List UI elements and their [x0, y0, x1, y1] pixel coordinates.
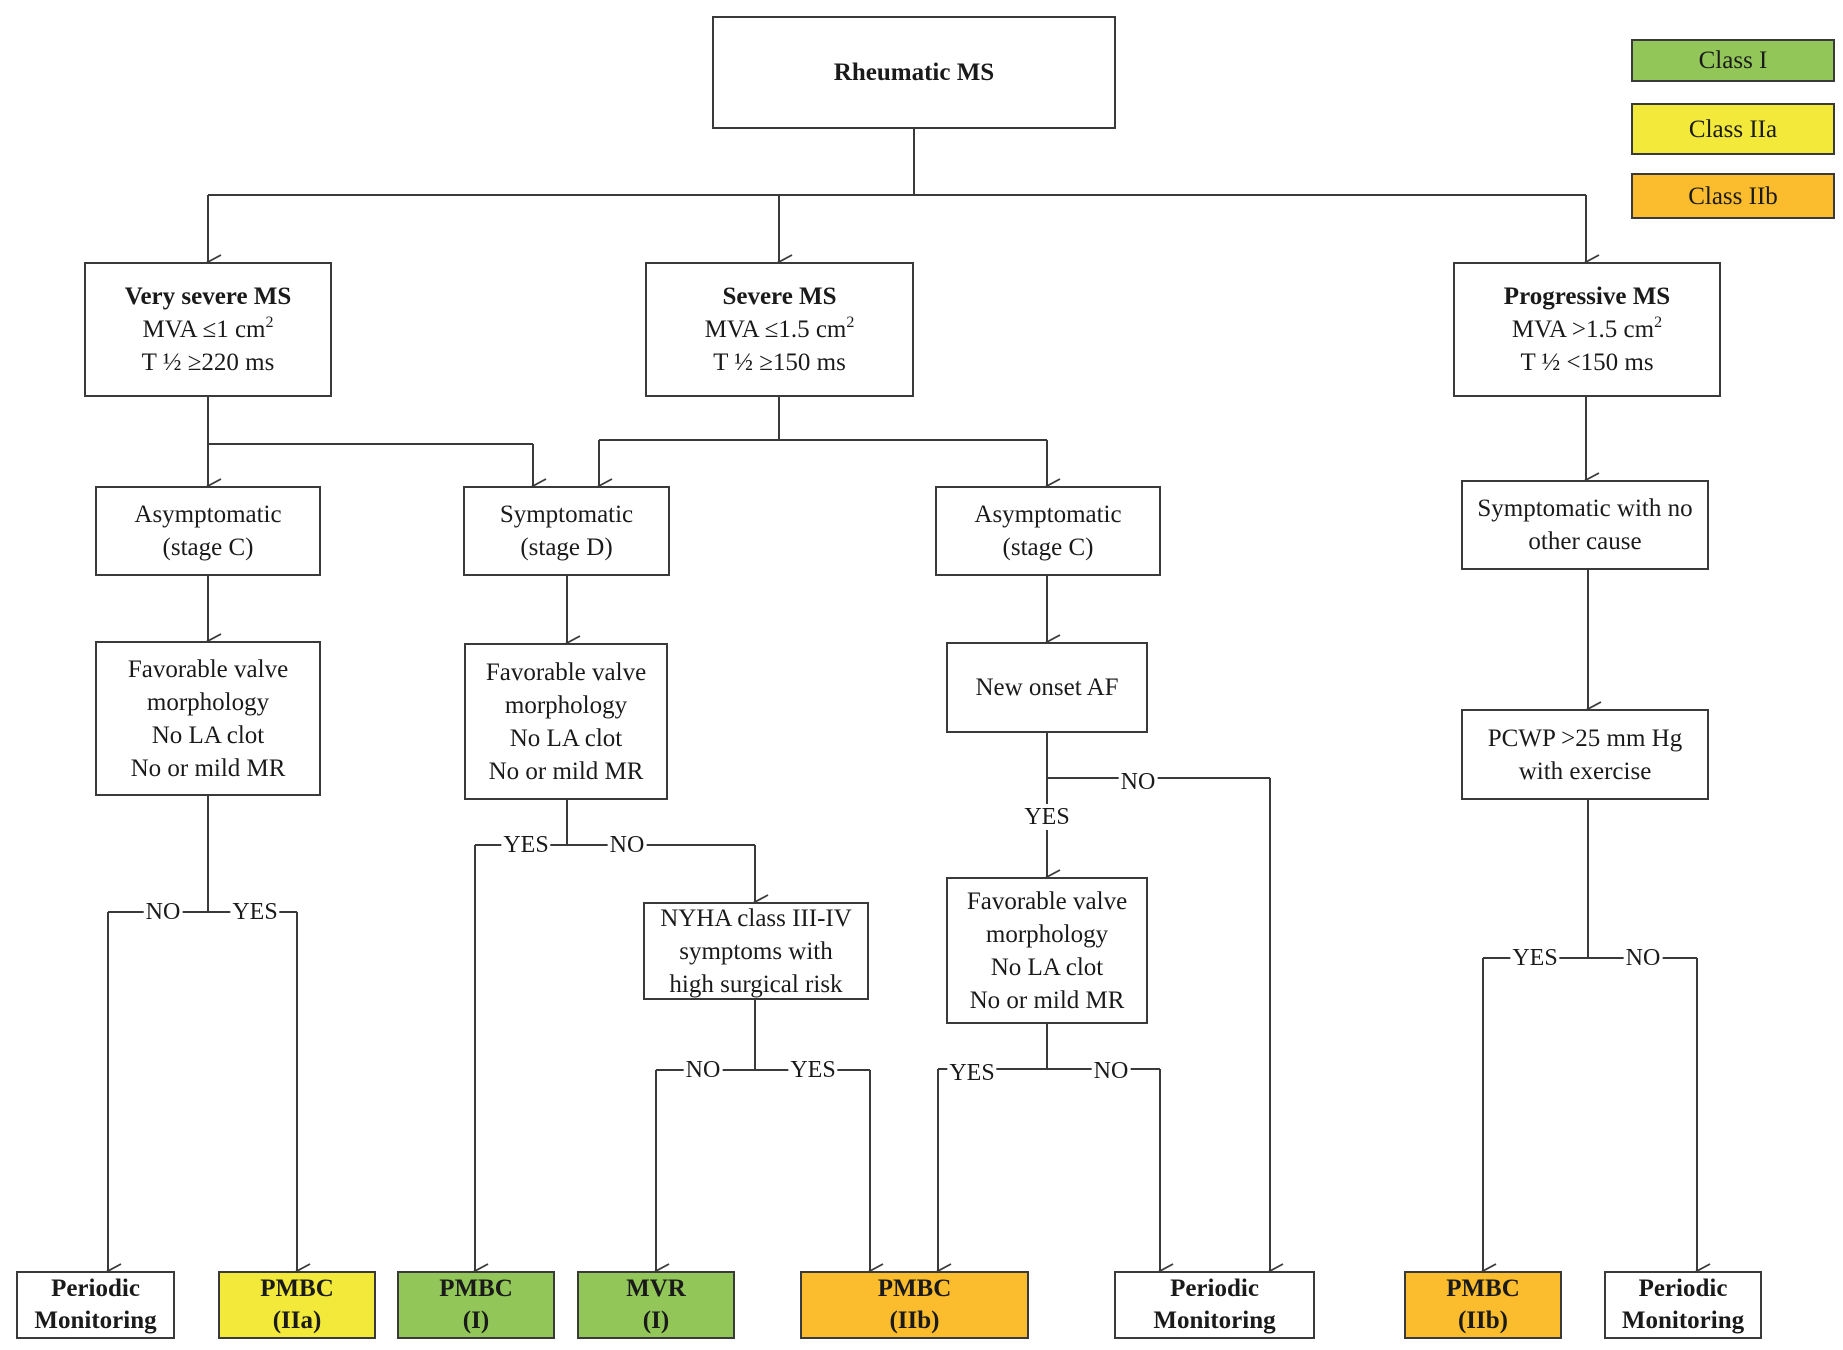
leaf7-line1: PMBC — [1446, 1275, 1520, 1302]
nyha-line3: high surgical risk — [669, 970, 843, 998]
branch-label-yes: YES — [1022, 804, 1072, 830]
legend-class-iia-label: Class IIa — [1688, 115, 1778, 143]
severe-title: Severe MS — [722, 283, 837, 310]
asymptomatic-very-severe-box: Asymptomatic (stage C) — [95, 486, 321, 576]
legend-class-iib-label: Class IIb — [1688, 182, 1778, 210]
branch-label-yes: YES — [947, 1060, 997, 1086]
new-onset-af-box: New onset AF — [946, 642, 1148, 733]
very-severe-t-half: T ½ ≥220 ms — [141, 349, 275, 376]
leaf7-line2: (IIb) — [1457, 1307, 1508, 1334]
branch-label-no: NO — [143, 899, 183, 925]
asym-s-line1: Asymptomatic — [974, 501, 1122, 528]
branch-label-no: NO — [683, 1057, 723, 1083]
progressive-title: Progressive MS — [1503, 283, 1671, 310]
legend-class-iib: Class IIb — [1631, 173, 1835, 219]
root-rheumatic-ms: Rheumatic MS — [712, 16, 1116, 129]
very-severe-title: Very severe MS — [124, 283, 292, 310]
asym-vs-line2: (stage C) — [162, 534, 254, 561]
asym-s-line2: (stage C) — [1002, 534, 1094, 561]
symptomatic-line1: Symptomatic — [499, 501, 634, 528]
leaf-pmbc-iib-2: PMBC (IIb) — [1404, 1271, 1562, 1339]
symptomatic-no-other-cause-box: Symptomatic with no other cause — [1461, 480, 1709, 570]
new-af-line1: New onset AF — [975, 674, 1119, 701]
branch-label-yes: YES — [230, 899, 280, 925]
branch-label-yes: YES — [788, 1057, 838, 1083]
fav-symp-line2: morphology — [504, 691, 628, 719]
pcwp-line2: with exercise — [1518, 757, 1652, 785]
fav-vs-line1: Favorable valve — [127, 655, 289, 683]
root-title: Rheumatic MS — [833, 59, 995, 86]
fav-af-line4: No or mild MR — [969, 986, 1125, 1014]
fav-symp-line4: No or mild MR — [488, 757, 644, 785]
nyha-high-risk-box: NYHA class III-IV symptoms with high sur… — [643, 902, 869, 1000]
severe-ms-box: Severe MS MVA ≤1.5 cm2 T ½ ≥150 ms — [645, 262, 914, 397]
fav-vs-line4: No or mild MR — [130, 754, 286, 782]
nyha-line2: symptoms with — [679, 937, 833, 965]
fav-af-line1: Favorable valve — [966, 887, 1128, 915]
leaf8-line1: Periodic — [1638, 1275, 1728, 1302]
leaf-periodic-monitoring-2: Periodic Monitoring — [1114, 1271, 1315, 1339]
leaf4-line1: MVR — [626, 1275, 686, 1302]
symptomatic-line2: (stage D) — [520, 534, 613, 561]
symp-no-cause-line1: Symptomatic with no — [1477, 495, 1693, 522]
symp-no-cause-line2: other cause — [1528, 528, 1642, 555]
fav-symp-line1: Favorable valve — [485, 658, 647, 686]
leaf-pmbc-iib-1: PMBC (IIb) — [800, 1271, 1029, 1339]
leaf1-line1: Periodic — [51, 1275, 140, 1302]
leaf6-line2: Monitoring — [1153, 1307, 1276, 1334]
fav-vs-line2: morphology — [146, 688, 270, 716]
branch-label-no: NO — [1623, 945, 1663, 971]
branch-label-yes: YES — [1510, 945, 1560, 971]
pcwp-box: PCWP >25 mm Hg with exercise — [1461, 709, 1709, 800]
legend-class-i-label: Class I — [1698, 47, 1768, 74]
leaf-pmbc-iia: PMBC (IIa) — [218, 1271, 376, 1339]
fav-af-line2: morphology — [985, 920, 1109, 948]
branch-label-yes: YES — [501, 832, 551, 858]
fav-symp-line3: No LA clot — [509, 724, 623, 752]
progressive-ms-box: Progressive MS MVA >1.5 cm2 T ½ <150 ms — [1453, 262, 1721, 397]
fav-af-line3: No LA clot — [990, 953, 1104, 981]
leaf5-line2: (IIb) — [889, 1307, 940, 1334]
leaf-periodic-monitoring-3: Periodic Monitoring — [1604, 1271, 1762, 1339]
leaf2-line1: PMBC — [260, 1275, 334, 1302]
asymptomatic-severe-box: Asymptomatic (stage C) — [935, 486, 1161, 576]
connector — [1046, 733, 1270, 779]
leaf-mvr-i: MVR (I) — [577, 1271, 735, 1339]
leaf2-line2: (IIa) — [272, 1307, 322, 1334]
leaf3-line2: (I) — [462, 1307, 490, 1334]
legend-class-iia: Class IIa — [1631, 103, 1835, 155]
very-severe-mva: MVA ≤1 cm2 — [142, 314, 274, 344]
leaf1-line2: Monitoring — [34, 1307, 157, 1334]
progressive-t-half: T ½ <150 ms — [1520, 349, 1654, 376]
leaf3-line1: PMBC — [439, 1275, 513, 1302]
asym-vs-line1: Asymptomatic — [134, 501, 282, 528]
leaf-periodic-monitoring-1: Periodic Monitoring — [16, 1271, 175, 1339]
fav-vs-line3: No LA clot — [151, 721, 265, 749]
severe-t-half: T ½ ≥150 ms — [713, 349, 846, 376]
pcwp-line1: PCWP >25 mm Hg — [1487, 724, 1683, 752]
leaf4-line2: (I) — [642, 1307, 670, 1334]
branch-label-no: NO — [1091, 1058, 1131, 1084]
leaf6-line1: Periodic — [1170, 1275, 1259, 1302]
branch-label-no: NO — [1118, 769, 1158, 795]
very-severe-ms-box: Very severe MS MVA ≤1 cm2 T ½ ≥220 ms — [84, 262, 332, 397]
branch-label-no: NO — [607, 832, 647, 858]
leaf-pmbc-i: PMBC (I) — [397, 1271, 555, 1339]
nyha-line1: NYHA class III-IV — [660, 904, 852, 932]
leaf5-line1: PMBC — [877, 1275, 952, 1302]
progressive-mva: MVA >1.5 cm2 — [1511, 314, 1663, 344]
leaf8-line2: Monitoring — [1621, 1307, 1745, 1334]
favorable-valve-vs-box: Favorable valve morphology No LA clot No… — [95, 641, 321, 796]
favorable-valve-af-box: Favorable valve morphology No LA clot No… — [946, 877, 1148, 1024]
legend-class-i: Class I — [1631, 39, 1835, 82]
favorable-valve-symptomatic-box: Favorable valve morphology No LA clot No… — [464, 643, 668, 800]
symptomatic-stage-d-box: Symptomatic (stage D) — [463, 486, 670, 576]
severe-mva: MVA ≤1.5 cm2 — [704, 314, 855, 344]
